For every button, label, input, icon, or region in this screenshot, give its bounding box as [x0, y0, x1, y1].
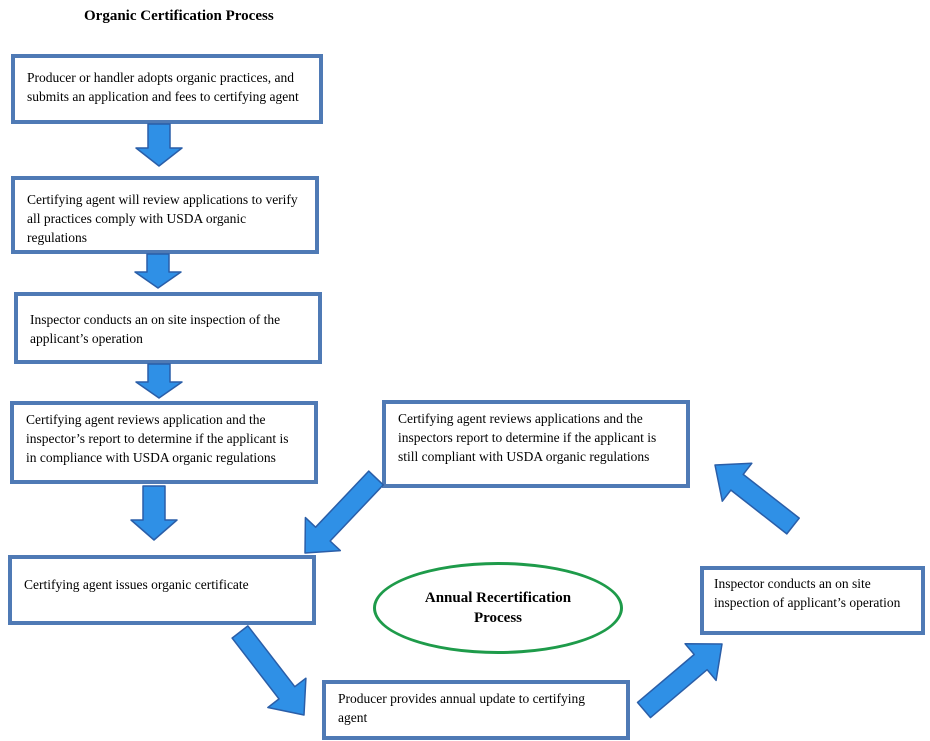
step-annual-update-box: Producer provides annual update to certi… [322, 680, 630, 740]
arrow-review-to-inspection [134, 253, 182, 289]
step-inspection-box: Inspector conducts an on site inspection… [14, 292, 322, 364]
arrow-application-to-review [135, 123, 183, 167]
step-application-box: Producer or handler adopts organic pract… [11, 54, 323, 124]
arrow-annual-update-to-recert-inspection [636, 643, 723, 719]
step-review-box: Certifying agent will review application… [11, 176, 319, 254]
cycle-label: Annual Recertification Process [424, 590, 572, 626]
arrow-recert-review-to-certificate [304, 470, 385, 554]
step-recert-review-text: Certifying agent reviews applications an… [398, 411, 657, 464]
diagram-title: Organic Certification Process [84, 8, 274, 24]
annual-recertification-ellipse: Annual Recertification Process [373, 562, 623, 654]
arrow-inspection-to-compliance [135, 363, 183, 399]
step-compliance-box: Certifying agent reviews application and… [10, 401, 318, 484]
step-certificate-text: Certifying agent issues organic certific… [24, 577, 249, 592]
step-compliance-text: Certifying agent reviews application and… [26, 412, 289, 465]
step-certificate-box: Certifying agent issues organic certific… [8, 555, 316, 625]
step-recert-inspection-box: Inspector conducts an on site inspection… [700, 566, 925, 635]
step-inspection-text: Inspector conducts an on site inspection… [30, 312, 281, 346]
step-recert-review-box: Certifying agent reviews applications an… [382, 400, 690, 488]
step-review-text: Certifying agent will review application… [27, 192, 298, 245]
arrow-compliance-to-certificate [130, 485, 178, 541]
step-application-text: Producer or handler adopts organic pract… [27, 70, 299, 104]
arrow-certificate-to-annual-update [231, 625, 307, 716]
step-annual-update-text: Producer provides annual update to certi… [338, 691, 586, 725]
arrow-recert-inspection-to-recert-review [714, 462, 800, 535]
step-recert-inspection-text: Inspector conducts an on site inspection… [714, 576, 901, 610]
